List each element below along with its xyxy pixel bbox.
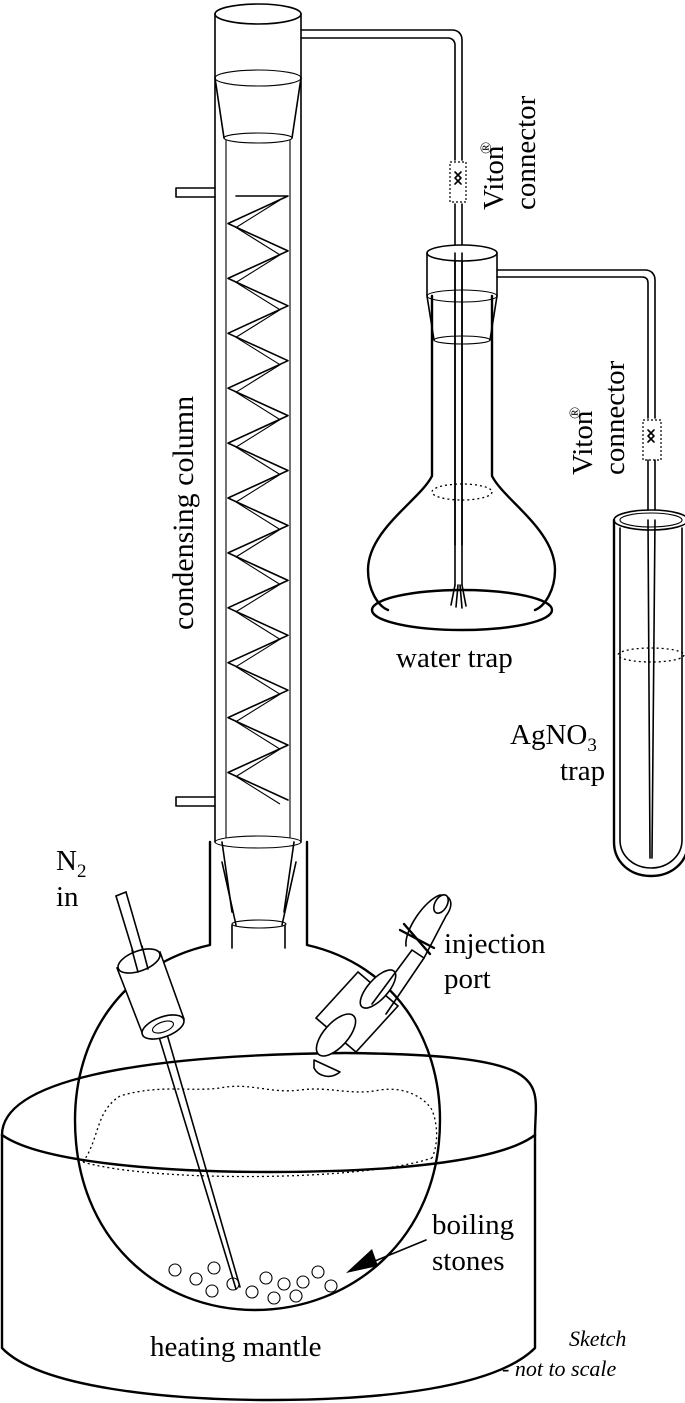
tubing-to-water-trap [300, 29, 467, 546]
heating-mantle-back [0, 1051, 538, 1137]
port-label: port [444, 963, 491, 995]
n2-in-label: in [56, 881, 79, 913]
cooling-coil-inner [234, 199, 282, 805]
condensing-column [175, 3, 302, 913]
n2-text: N [56, 845, 77, 877]
round-bottom-flask [73, 840, 442, 1312]
viton-text: Viton [567, 410, 599, 475]
agno3-trap-word: trap [560, 755, 605, 787]
cooling-coil [227, 195, 289, 801]
registered-mark: ® [478, 142, 495, 154]
viton-connector-top-label: Viton ® connector [478, 95, 542, 210]
n2-inlet-tube [115, 891, 241, 1290]
registered-mark: ® [567, 407, 584, 419]
connector-text: connector [510, 95, 542, 210]
injection-port [313, 894, 452, 1078]
heating-mantle [0, 1133, 537, 1402]
stones-label: stones [432, 1245, 505, 1277]
agno3-text: AgNO [510, 719, 587, 751]
viton-text: Viton [478, 145, 510, 210]
injection-label: injection [444, 928, 546, 960]
viton-connector-right-label: Viton ® connector [567, 360, 631, 475]
flask-body [73, 840, 442, 1312]
liquid-surface [82, 1085, 438, 1163]
condensing-column-label: condensing column [167, 396, 200, 630]
agno3-trap-label: AgNO3 [510, 719, 597, 756]
n2-label: N2 [56, 845, 86, 882]
n2-subscript: 2 [77, 861, 87, 882]
agno3-trap [612, 419, 685, 878]
boiling-label: boiling [432, 1209, 514, 1241]
boiling-stones [168, 1261, 338, 1305]
scale-note: - not to scale [502, 1356, 616, 1381]
water-trap-flask [366, 244, 656, 632]
boiling-stones-arrow [346, 1239, 427, 1273]
heating-mantle-label: heating mantle [150, 1331, 322, 1363]
connector-text: connector [599, 360, 631, 475]
water-trap-label: water trap [396, 642, 513, 674]
agno3-subscript: 3 [587, 735, 597, 756]
sketch-note: Sketch [569, 1326, 626, 1351]
